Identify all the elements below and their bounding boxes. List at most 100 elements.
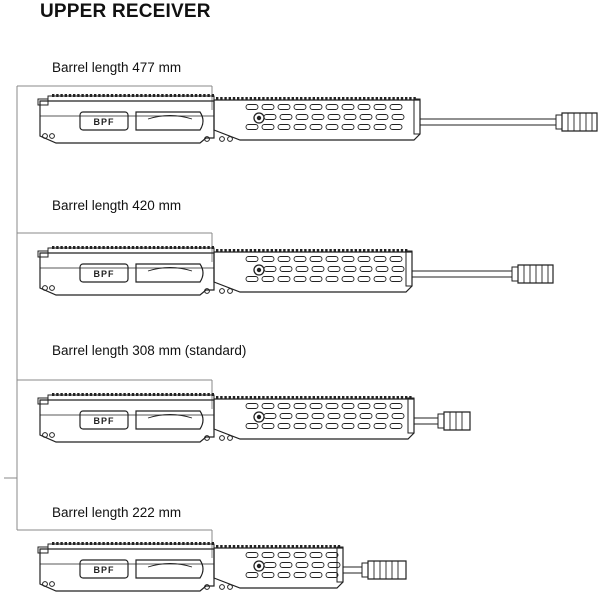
handguard-rail-tooth xyxy=(379,249,383,252)
mlok-slot xyxy=(341,423,355,429)
handguard-rail-tooth xyxy=(249,396,252,399)
mlok-slot xyxy=(277,403,291,409)
rail-tooth xyxy=(123,393,126,396)
handguard-rail-tooth xyxy=(321,97,324,100)
handguard-rail-tooth xyxy=(329,396,332,399)
rail-tooth xyxy=(157,393,160,396)
mlok-slot xyxy=(293,423,307,429)
handguard-rail-tooth xyxy=(291,97,294,100)
mlok-slot xyxy=(325,276,339,282)
mlok-slot xyxy=(311,562,325,568)
handguard-rail-tooth xyxy=(346,249,349,252)
handguard-rail-tooth xyxy=(308,545,311,548)
handguard-rail-tooth xyxy=(262,396,265,399)
mlok-slot xyxy=(261,256,275,262)
mlok-slot xyxy=(245,572,259,578)
rail-tooth xyxy=(152,94,156,97)
rail-tooth xyxy=(60,94,63,97)
rail-tooth xyxy=(144,94,147,97)
handguard-rail-tooth xyxy=(400,97,404,100)
pin-circle xyxy=(219,584,225,590)
handguard-rail-tooth xyxy=(228,249,231,252)
charging-handle xyxy=(37,397,49,405)
handguard-rail-tooth xyxy=(253,396,257,399)
rail-tooth xyxy=(85,393,88,396)
rail-tooth xyxy=(115,393,118,396)
rail-tooth xyxy=(68,393,72,396)
pin-circle xyxy=(219,435,225,441)
handguard-rail-tooth xyxy=(287,545,290,548)
rail-tooth xyxy=(77,542,80,545)
rail-tooth xyxy=(131,94,135,97)
handguard-rail-tooth xyxy=(287,97,290,100)
mlok-slot xyxy=(309,572,323,578)
handguard-rail-tooth xyxy=(237,545,240,548)
mlok-slot xyxy=(293,276,307,282)
handguard-rail-tooth xyxy=(350,97,353,100)
mlok-slot xyxy=(309,276,323,282)
mlok-slot xyxy=(389,276,403,282)
barrel xyxy=(342,566,363,574)
rail-tooth xyxy=(85,542,88,545)
rail-tooth xyxy=(157,542,160,545)
mlok-slot xyxy=(389,423,403,429)
rail-tooth xyxy=(52,393,55,396)
barrel xyxy=(411,270,513,278)
handguard-rail-tooth xyxy=(312,545,315,548)
receiver-body xyxy=(39,548,215,592)
flash-hider xyxy=(367,560,407,580)
handguard-rail-tooth xyxy=(350,396,353,399)
handguard-rail-tooth xyxy=(241,97,244,100)
handguard-rail-tooth xyxy=(262,545,265,548)
mlok-slot xyxy=(357,256,371,262)
mlok-slot xyxy=(245,124,259,130)
rail-tooth xyxy=(207,94,210,97)
mlok-slot xyxy=(263,562,277,568)
handguard-rail-tooth xyxy=(300,249,303,252)
mlok-slot xyxy=(277,423,291,429)
qd-socket xyxy=(253,560,265,572)
pin-circle xyxy=(204,136,210,142)
handguard-rail-tooth xyxy=(325,396,328,399)
rail-tooth xyxy=(119,393,122,396)
handguard-rail-tooth xyxy=(241,545,244,548)
handguard-rail-tooth xyxy=(333,545,336,548)
handguard-rail-tooth xyxy=(266,249,269,252)
mlok-slot xyxy=(293,403,307,409)
upper-receiver-477: BPF xyxy=(17,85,598,144)
rail-tooth xyxy=(119,246,122,249)
handguard-rail-tooth xyxy=(304,396,307,399)
mlok-slot xyxy=(325,124,339,130)
pin-circle xyxy=(42,581,48,587)
handguard-rail-tooth xyxy=(325,97,328,100)
rail-tooth xyxy=(127,94,130,97)
mlok-slot xyxy=(311,266,325,272)
handguard-rail-tooth xyxy=(325,249,328,252)
mlok-slot xyxy=(373,124,387,130)
marking-plate xyxy=(79,111,129,131)
dust-cover-curve xyxy=(147,563,193,568)
mlok-slot xyxy=(309,124,323,130)
rail-tooth xyxy=(165,393,168,396)
rail-tooth xyxy=(190,246,193,249)
mlok-slot xyxy=(341,403,355,409)
dust-cover-curve xyxy=(147,414,193,419)
mlok-slot xyxy=(373,104,387,110)
handguard-rail-tooth xyxy=(325,545,328,548)
handguard-rail-tooth xyxy=(388,396,391,399)
handguard-rail-tooth xyxy=(304,97,307,100)
mlok-slot xyxy=(309,256,323,262)
pin-circle xyxy=(204,288,210,294)
mlok-slot xyxy=(325,403,339,409)
handguard-rail-tooth xyxy=(241,249,244,252)
rail-tooth xyxy=(106,94,109,97)
rail-tooth xyxy=(169,246,172,249)
receiver-body xyxy=(39,252,215,296)
rail-tooth xyxy=(115,94,118,97)
rail-tooth xyxy=(73,246,76,249)
handguard-rail-tooth xyxy=(283,396,286,399)
mlok-slot xyxy=(245,423,259,429)
handguard-rail-tooth xyxy=(274,249,278,252)
rail-tooth xyxy=(123,246,126,249)
rail-tooth xyxy=(199,246,202,249)
